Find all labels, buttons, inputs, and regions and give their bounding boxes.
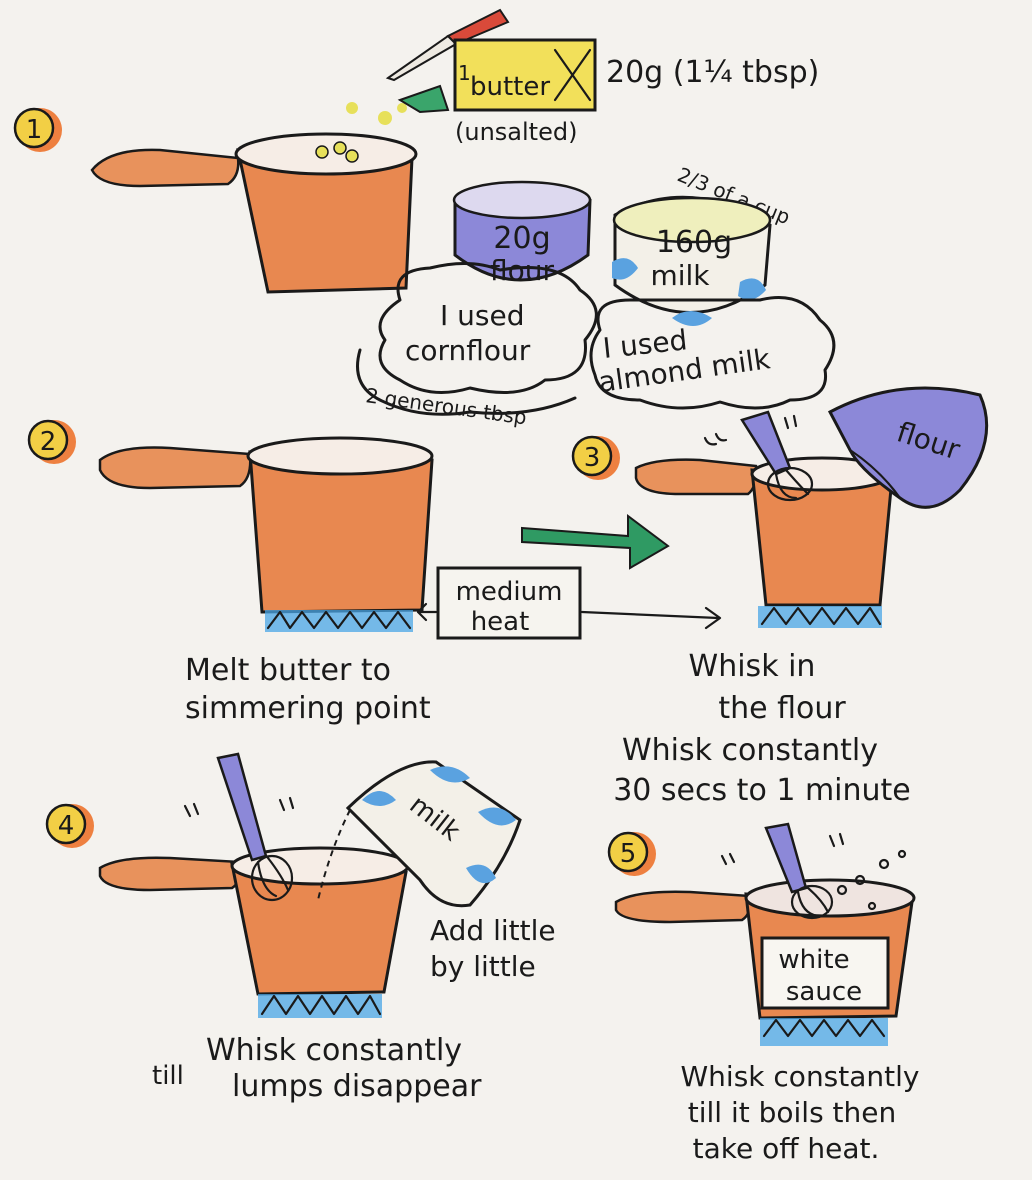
white-sauce-line2: sauce: [786, 977, 862, 1007]
butter-amount: 20g (1¼ tbsp): [606, 55, 819, 90]
butter-prefix: 1: [458, 61, 471, 85]
heat-label-box: medium heat: [416, 566, 582, 640]
step-1: 1 1 butter 20g (1¼ tbsp) (unsalted): [13, 8, 819, 294]
arrow-icon: [580, 606, 722, 630]
flour-note-line1: I used: [440, 299, 525, 332]
green-wrapper-scrap: [397, 84, 450, 114]
burner-flame-icon: [758, 606, 882, 628]
milk-pour-stream: [317, 809, 351, 901]
step-number-3: 3: [584, 443, 601, 473]
heat-line1: medium: [456, 577, 563, 607]
step4-line1: Whisk constantly: [206, 1033, 462, 1068]
flour-measure-cloud: [356, 348, 577, 416]
milk-ingredient: 2/3 of a cup 160g milk I used almond mil…: [589, 162, 836, 410]
burner-flame-icon: [265, 610, 413, 632]
milk-amount: 160g: [656, 225, 732, 260]
butter-label: butter: [470, 72, 550, 102]
burner-flame-icon: [258, 994, 382, 1018]
flour-note-cloud: [378, 261, 598, 394]
butter-block-icon: 1 butter: [453, 38, 597, 112]
saucepan-icon: [634, 456, 894, 607]
step-2: 2 medium heat Melt butter to simmering p…: [27, 419, 722, 726]
white-sauce-label: white sauce: [760, 936, 890, 1010]
whisk-icon: [740, 410, 814, 502]
step-number-1: 1: [26, 115, 43, 145]
butter-pieces: [346, 102, 407, 125]
step-badge-5: 5: [607, 831, 656, 876]
flour-note-line2: cornflour: [405, 334, 531, 367]
milk-bowl-icon: [612, 195, 772, 326]
motion-marks: [183, 414, 845, 866]
step-badge-4: 4: [45, 803, 94, 848]
step-4: 4 milk Add little by little till Whis: [45, 752, 556, 1104]
heat-line2: heat: [471, 607, 530, 637]
arrow-icon: [521, 514, 670, 570]
step-3: 3 flour Whisk in the flour Whisk constan…: [571, 386, 989, 808]
step-badge-3: 3: [571, 435, 620, 480]
flour-bowl-icon: [452, 180, 592, 282]
step-number-5: 5: [620, 839, 637, 869]
step3-line1: Whisk in: [689, 649, 816, 684]
step4-side-line2: by little: [430, 950, 536, 983]
step-badge-1: 1: [13, 107, 62, 152]
step5-line1: Whisk constantly: [681, 1060, 920, 1093]
step2-line1: Melt butter to: [185, 653, 391, 688]
flour-bowl-icon: flour: [827, 386, 989, 509]
burner-flame-icon: [760, 1018, 888, 1046]
saucepan-icon: [98, 436, 434, 614]
step-number-2: 2: [40, 427, 57, 457]
step4-side-line1: Add little: [430, 914, 556, 947]
step3-line4: 30 secs to 1 minute: [613, 773, 911, 808]
step2-line2: simmering point: [185, 691, 431, 726]
step-number-4: 4: [58, 811, 75, 841]
whisk-icon: [764, 822, 834, 920]
step4-till: till: [152, 1061, 184, 1091]
flour-amount: 20g: [493, 221, 550, 256]
milk-label: milk: [650, 259, 710, 292]
step-5: 5 white sauce Whisk constantly: [607, 822, 920, 1165]
saucepan-icon: [90, 132, 418, 294]
butter-note: (unsalted): [455, 118, 577, 146]
step-badge-2: 2: [27, 419, 76, 464]
step5-line3: take off heat.: [693, 1132, 880, 1165]
step5-line2: till it boils then: [688, 1096, 897, 1129]
white-sauce-line1: white: [778, 945, 849, 975]
step3-line3: Whisk constantly: [622, 733, 878, 768]
step4-line2: lumps disappear: [232, 1069, 482, 1104]
flour-measure: 2 generous tbsp: [364, 383, 528, 429]
milk-note-cloud: [589, 296, 836, 410]
milk-bowl-icon: milk: [345, 760, 522, 908]
whisk-icon: [216, 752, 294, 902]
bubbles: [836, 849, 907, 911]
step3-line2: the flour: [718, 691, 846, 726]
